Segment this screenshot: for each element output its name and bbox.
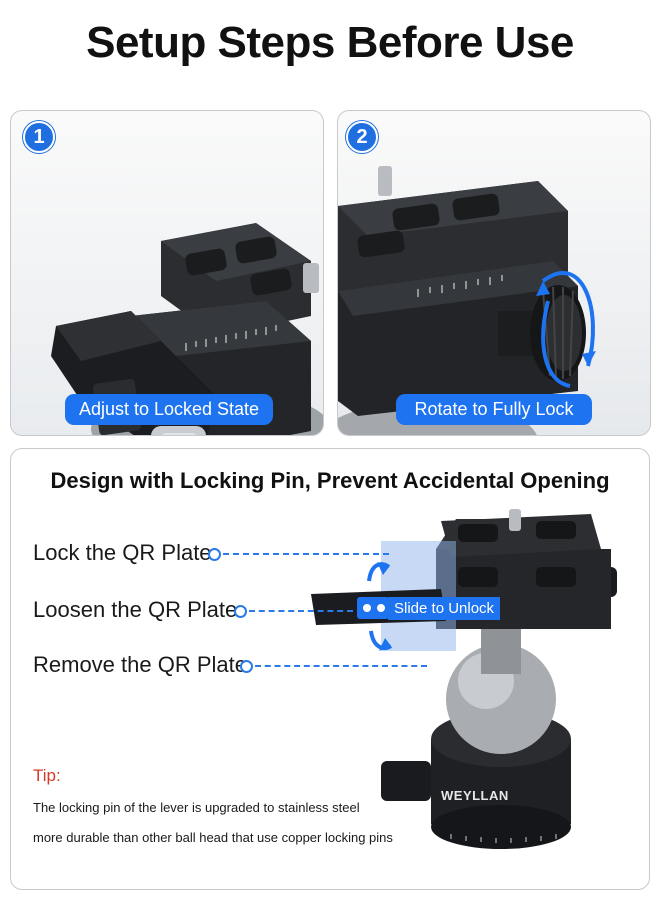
tip-line-2: more durable than other ball head that u… [33,830,393,845]
design-panel: Design with Locking Pin, Prevent Acciden… [10,448,650,890]
feature-loosen-dot [234,605,247,618]
clamp-lever-photo [51,223,323,435]
step-1-caption: Adjust to Locked State [65,394,273,425]
feature-lock-connector [223,553,389,555]
step-2-panel: 2 Rotate to Fully Lock [337,110,651,436]
feature-lock-dot [208,548,221,561]
step-2-caption: Rotate to Fully Lock [396,394,592,425]
feature-remove-dot [240,660,253,673]
step-1-panel: 1 Adjust to Locked State [10,110,324,436]
step-2-number-badge: 2 [346,121,378,153]
feature-remove-label: Remove the QR Plate [33,652,247,677]
page-title: Setup Steps Before Use [86,18,574,67]
brand-logo: WEYLLAN [441,788,509,803]
step-1-number-badge: 1 [23,121,55,153]
feature-remove-connector [255,665,427,667]
tip-line-1: The locking pin of the lever is upgraded… [33,800,360,815]
slide-to-unlock-label: Slide to Unlock [388,597,501,620]
design-heading: Design with Locking Pin, Prevent Acciden… [50,468,610,493]
ball-head-photo [311,509,617,849]
tip-label: Tip: [33,766,61,785]
feature-loosen-label: Loosen the QR Plate [33,597,238,622]
feature-loosen-connector [249,610,353,612]
feature-lock-label: Lock the QR Plate [33,540,212,565]
rotation-knob-photo [338,166,596,435]
